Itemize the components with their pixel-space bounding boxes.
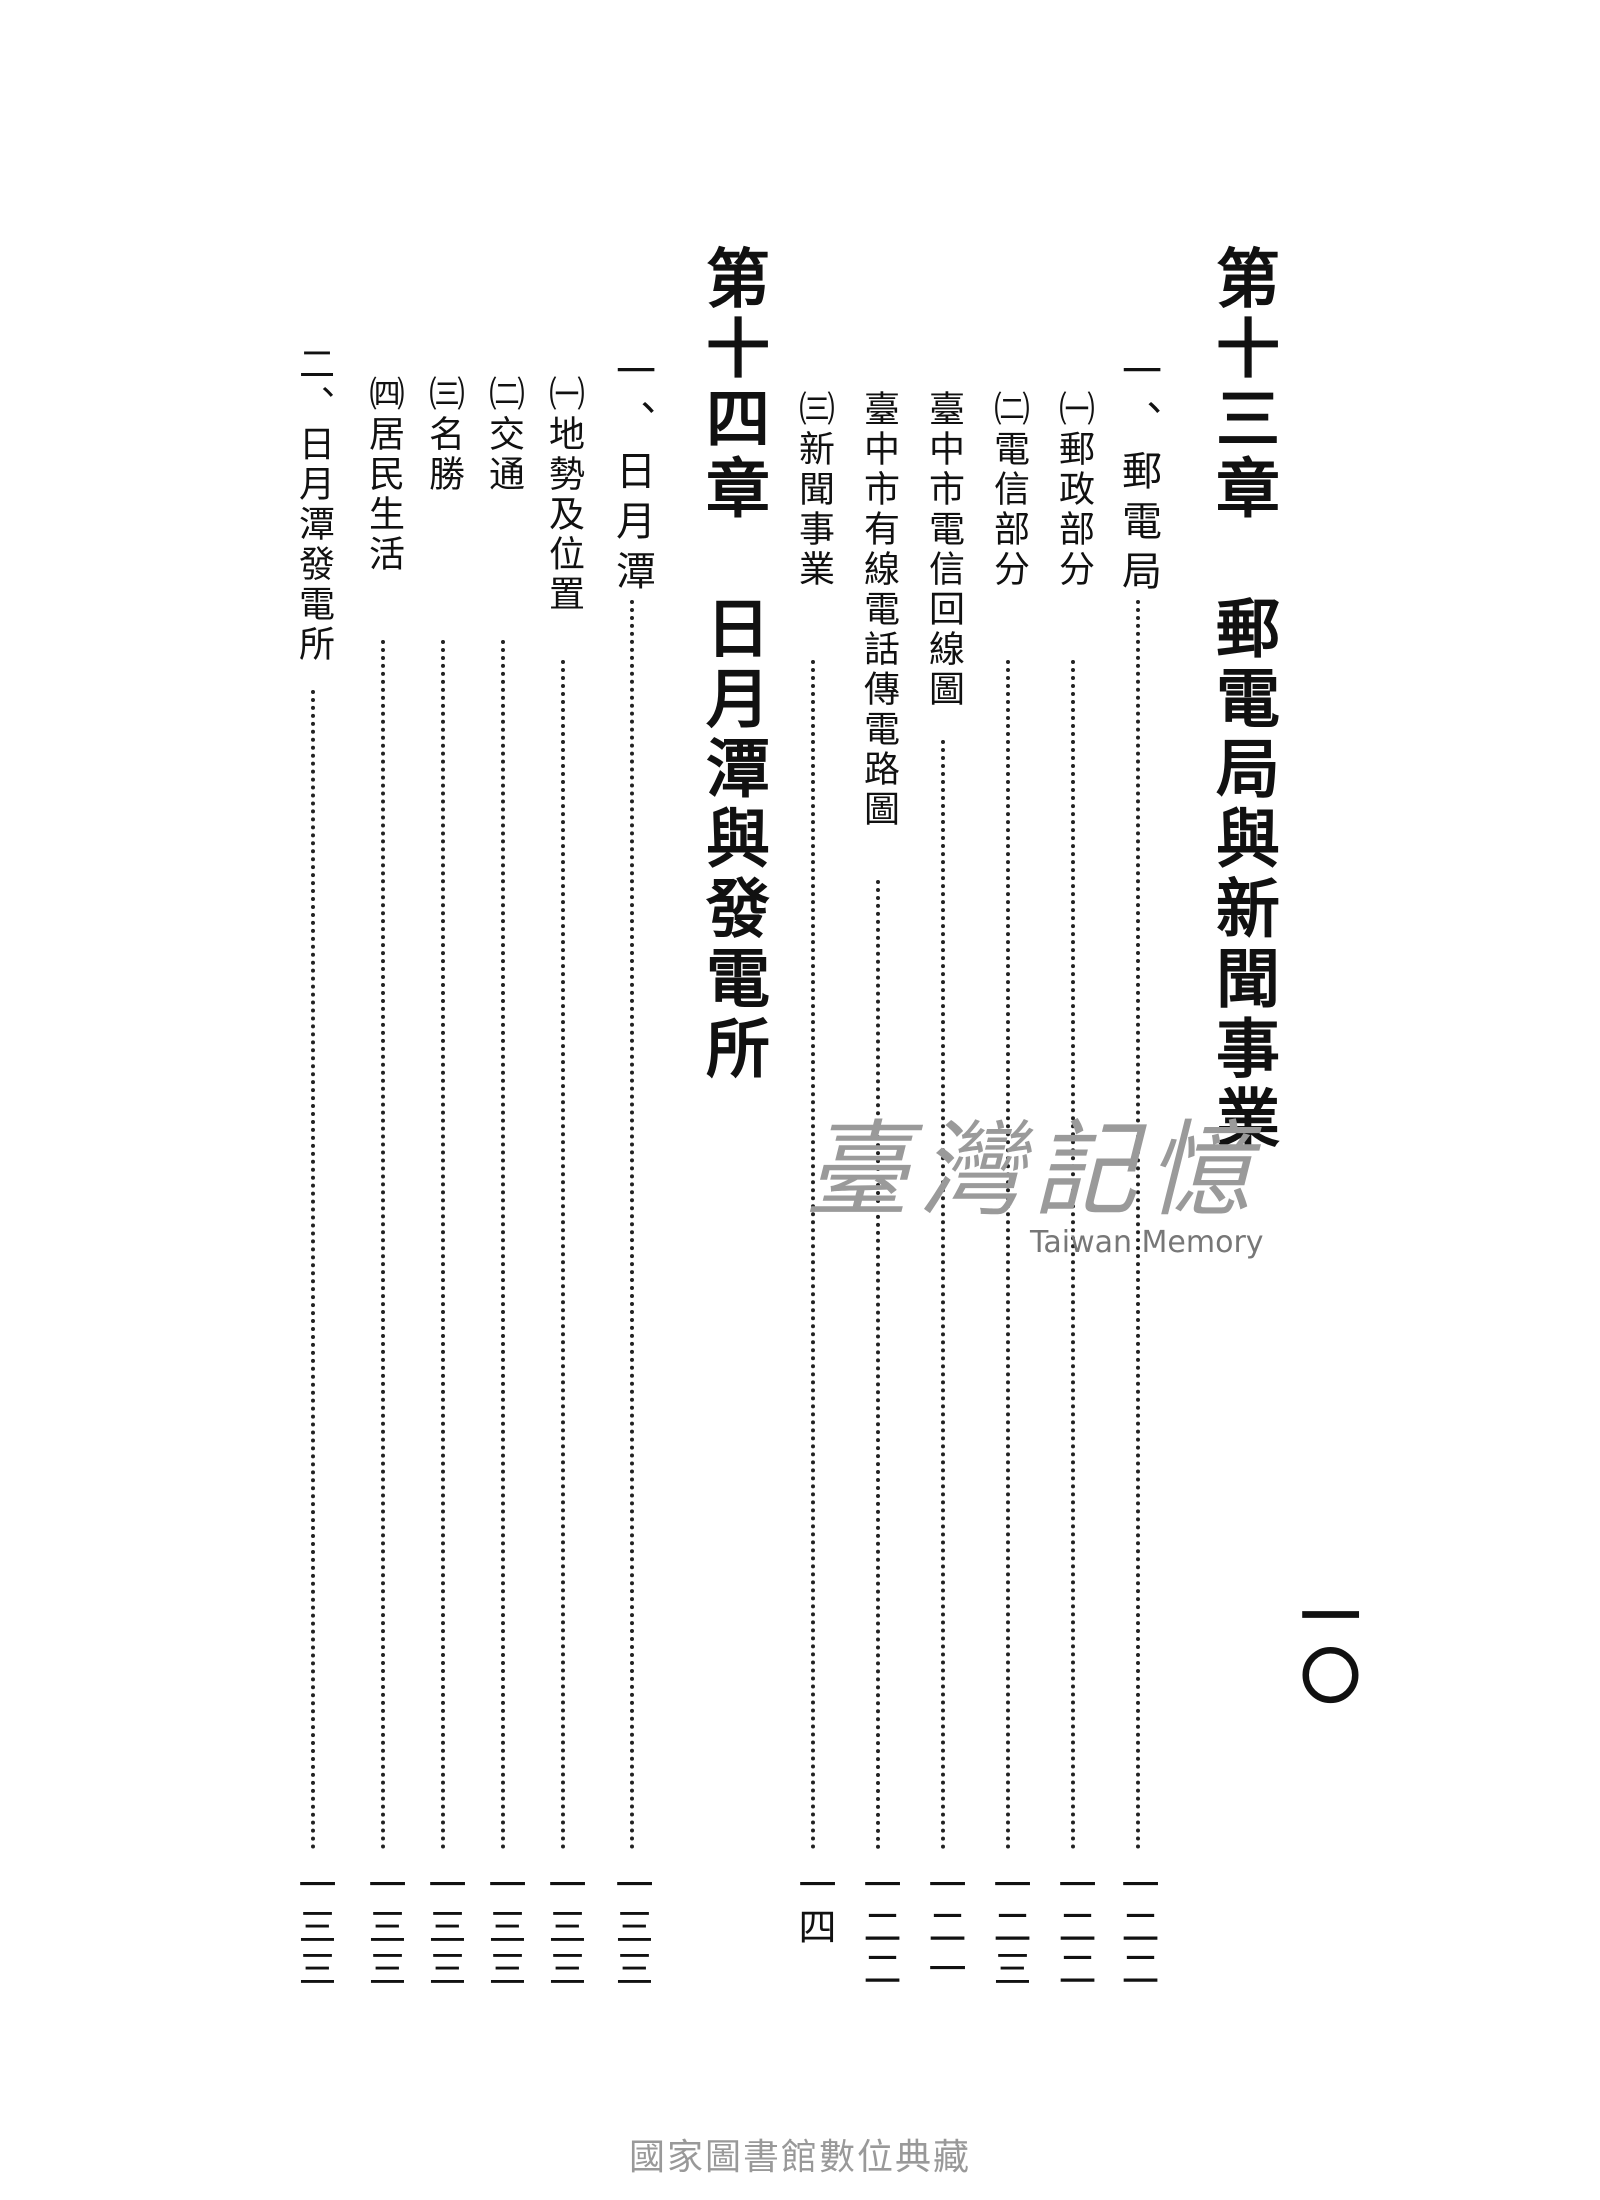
toc-page-number: 一二二 bbox=[1052, 1865, 1096, 1991]
toc-page-number: 一二二 bbox=[1115, 1865, 1159, 1991]
dot-leader bbox=[630, 600, 634, 1850]
dot-leader bbox=[561, 660, 565, 1850]
dot-leader bbox=[876, 880, 880, 1850]
toc-entry-label: ㈢新聞事業 bbox=[793, 390, 834, 590]
watermark-text: Taiwan Memory bbox=[1030, 1225, 1264, 1260]
toc-entry-label: 臺中市電信回線圖 bbox=[923, 390, 964, 710]
dot-leader bbox=[941, 740, 945, 1850]
toc-entry-label: ㈢名勝 bbox=[423, 375, 464, 495]
chapter-13-title: 第十三章 郵電局與新聞事業 bbox=[1205, 245, 1280, 1155]
toc-entry-label: 臺中市有線電話傳電路圖 bbox=[858, 390, 899, 830]
toc-page-number: 一二二 bbox=[857, 1865, 901, 1991]
footer-text: 國家圖書館數位典藏 bbox=[628, 2137, 971, 2178]
page-number: 一〇 bbox=[1290, 1585, 1360, 1705]
toc-entry-label: 二、日月潭發電所 bbox=[293, 345, 334, 665]
dot-leader bbox=[501, 640, 505, 1850]
toc-entry-label: ㈡交通 bbox=[483, 375, 524, 495]
toc-page-number: 一三三 bbox=[292, 1865, 336, 1991]
dot-leader bbox=[1006, 660, 1010, 1850]
toc-entry-label: 一、日月潭 bbox=[609, 350, 655, 600]
toc-entry-label: 一、郵電局 bbox=[1115, 350, 1161, 600]
dot-leader bbox=[311, 690, 315, 1850]
chapter-14-title: 第十四章 日月潭與發電所 bbox=[695, 245, 770, 1085]
toc-page-number: 一二一 bbox=[922, 1865, 966, 1991]
toc-entry-label: ㈣居民生活 bbox=[363, 375, 404, 575]
toc-entry-label: ㈠郵政部分 bbox=[1053, 390, 1094, 590]
toc-page-number: 一三三 bbox=[362, 1865, 406, 1991]
toc-entry-label: ㈠地勢及位置 bbox=[543, 375, 584, 615]
toc-page-number: 一三三 bbox=[609, 1865, 653, 1991]
dot-leader bbox=[381, 640, 385, 1850]
toc-page-number: 一三三 bbox=[422, 1865, 466, 1991]
toc-page-number: 一二三 bbox=[987, 1865, 1031, 1991]
toc-page-number: 一三三 bbox=[542, 1865, 586, 1991]
dot-leader bbox=[1071, 660, 1075, 1850]
dot-leader bbox=[1136, 600, 1140, 1850]
toc-entry-label: ㈡電信部分 bbox=[988, 390, 1029, 590]
dot-leader bbox=[441, 640, 445, 1850]
toc-page-number: 一三三 bbox=[482, 1865, 526, 1991]
toc-page-number: 一四 bbox=[792, 1865, 836, 1949]
watermark-logo: 臺灣記憶 bbox=[805, 1109, 1262, 1231]
dot-leader bbox=[811, 660, 815, 1850]
